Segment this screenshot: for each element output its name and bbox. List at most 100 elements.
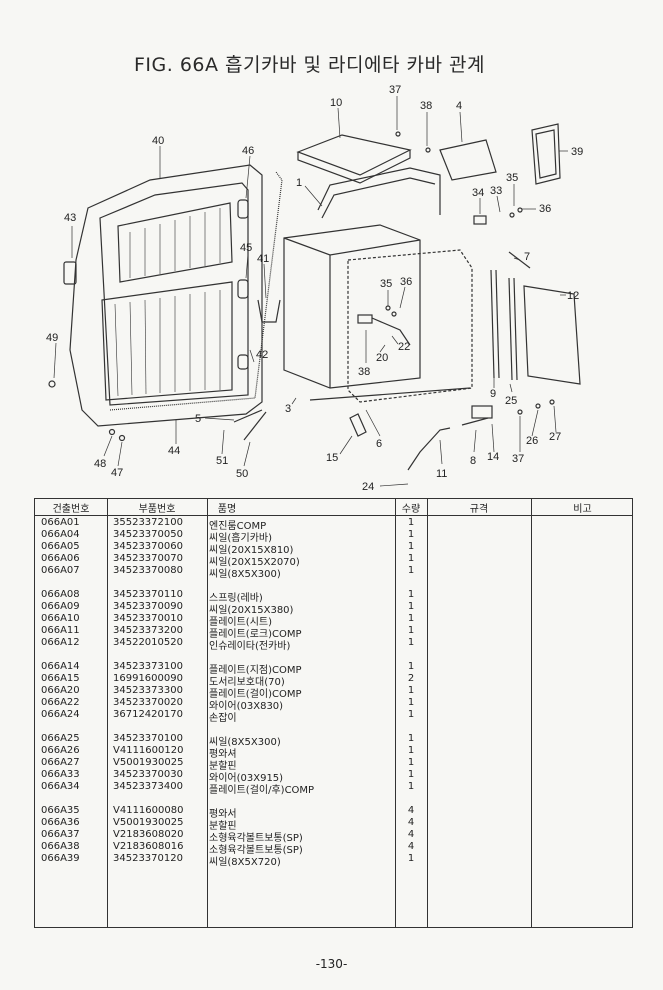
- callout-33: 33: [490, 185, 502, 197]
- item-part-no: 36712420170: [113, 709, 183, 720]
- callout-35b: 35: [380, 278, 392, 290]
- table-header: 건출번호 부품번호 품명 수량 규격 비고: [35, 499, 632, 516]
- item-qty: 1: [407, 541, 415, 552]
- hinge-upper: [237, 199, 249, 219]
- item-part-no: 34523370030: [113, 769, 183, 780]
- column-divider: [107, 499, 108, 927]
- item-part-no: 34523370050: [113, 529, 183, 540]
- item-name: 씨일(흡기카바): [209, 533, 273, 544]
- item-qty: 1: [407, 685, 415, 696]
- item-code: 066A15: [41, 673, 80, 684]
- item-qty: 1: [407, 517, 415, 528]
- callout-35: 35: [506, 172, 518, 184]
- item-part-no: V2183608020: [113, 829, 184, 840]
- header-spec: 규격: [469, 504, 489, 515]
- column-divider: [427, 499, 428, 927]
- item-qty: 4: [407, 841, 415, 852]
- item-name: 평와서: [209, 809, 237, 820]
- insulator-12: [523, 285, 581, 385]
- item-part-no: V4111600120: [113, 745, 184, 756]
- item-name: 손잡이: [209, 713, 237, 724]
- exploded-parts-diagram: 10 37 38 4 39 40 46 1 34 33 35 36 43 45 …: [46, 84, 583, 493]
- callout-22: 22: [398, 341, 410, 353]
- item-qty: 1: [407, 757, 415, 768]
- item-part-no: V2183608016: [113, 841, 184, 852]
- page-number: -130-: [315, 957, 348, 971]
- header-remark: 비고: [573, 504, 592, 515]
- callout-51: 51: [216, 455, 228, 467]
- callout-36b: 36: [400, 276, 412, 288]
- bracket: [257, 299, 281, 323]
- item-code: 066A38: [41, 841, 80, 852]
- item-code: 066A11: [41, 625, 80, 636]
- callout-7: 7: [524, 251, 530, 263]
- item-name: 분할핀: [209, 761, 237, 772]
- callout-labels: 10 37 38 4 39 40 46 1 34 33 35 36 43 45 …: [46, 84, 583, 493]
- leader-lines: [53, 96, 568, 487]
- item-code: 066A24: [41, 709, 80, 720]
- item-name: 플레이트(지점)COMP: [209, 665, 302, 676]
- item-code: 066A39: [41, 853, 80, 864]
- item-part-no: 34523370070: [113, 553, 183, 564]
- callout-5: 5: [195, 413, 201, 425]
- item-qty: 1: [407, 853, 415, 864]
- header-part-no: 부품번호: [138, 504, 176, 515]
- column-divider: [207, 499, 208, 927]
- callout-9: 9: [490, 388, 496, 400]
- item-code: 066A12: [41, 637, 80, 648]
- door-louvers: [114, 208, 221, 397]
- item-code: 066A34: [41, 781, 80, 792]
- item-name: 씨일(20X15X810): [209, 545, 294, 556]
- item-qty: 1: [407, 553, 415, 564]
- figure-title: FIG. 66A 흡기카바 및 라디에타 카바 관계: [134, 54, 485, 76]
- callout-37b: 37: [512, 453, 524, 465]
- item-name: 도서리보호대(70): [209, 677, 285, 688]
- item-part-no: 34523370080: [113, 565, 183, 576]
- item-code: 066A27: [41, 757, 80, 768]
- radiator-cover: [347, 249, 473, 403]
- item-code: 066A26: [41, 745, 80, 756]
- item-code: 066A01: [41, 517, 80, 528]
- item-name: 씨일(8X5X300): [209, 737, 281, 748]
- item-name: 와이어(03X830): [209, 701, 284, 712]
- item-name: 엔진룸COMP: [209, 521, 267, 532]
- item-qty: 4: [407, 817, 415, 828]
- item-name: 씨일(20X15X2070): [209, 557, 300, 568]
- header-name: 품명: [217, 504, 237, 515]
- callout-36: 36: [539, 203, 551, 215]
- item-code: 066A05: [41, 541, 80, 552]
- callout-24: 24: [362, 481, 374, 493]
- item-name: 씨일(8X5X720): [209, 857, 281, 868]
- door-inner-frame: [99, 182, 249, 406]
- item-part-no: 34523370100: [113, 733, 183, 744]
- latch: [63, 261, 77, 285]
- callout-50: 50: [236, 468, 248, 480]
- bracket-50: [243, 411, 267, 441]
- item-part-no: 34523373200: [113, 625, 183, 636]
- callout-40: 40: [152, 135, 164, 147]
- item-part-no: 34523370010: [113, 613, 183, 624]
- callout-38b: 38: [358, 366, 370, 378]
- callout-39: 39: [571, 146, 583, 158]
- item-qty: 1: [407, 697, 415, 708]
- item-qty: 1: [407, 565, 415, 576]
- header-qty: 수량: [401, 504, 421, 515]
- item-name: 플레이트(시트): [209, 617, 273, 628]
- item-part-no: V5001930025: [113, 817, 184, 828]
